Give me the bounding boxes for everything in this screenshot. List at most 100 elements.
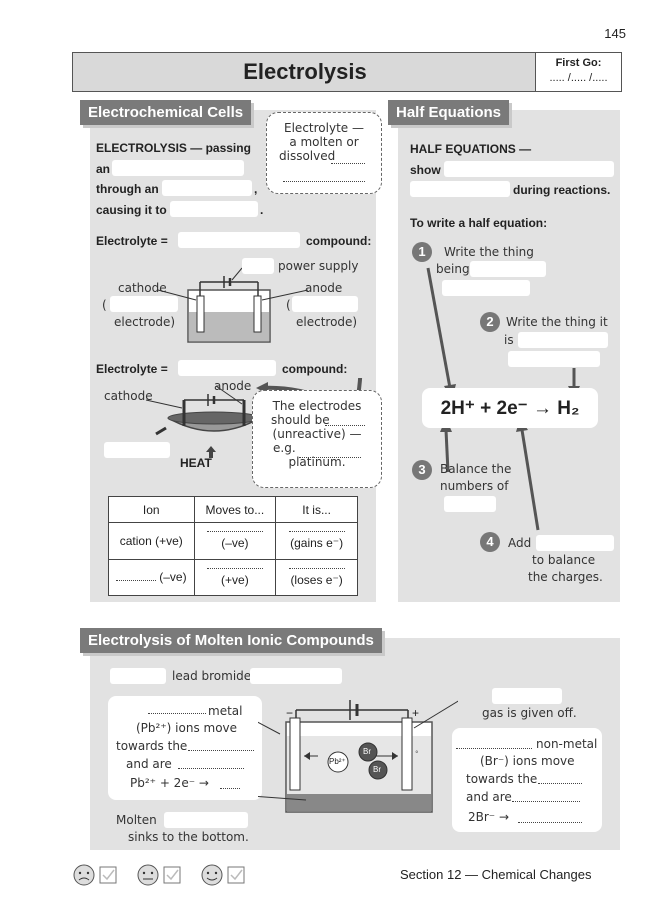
table-cell-is-1[interactable]: (gains e⁻) — [275, 522, 358, 560]
step-3-badge: 3 — [412, 460, 432, 480]
blank-show-2[interactable] — [410, 181, 510, 197]
blank-an[interactable] — [112, 160, 244, 176]
table-cell-is-2[interactable]: (loses e⁻) — [275, 558, 358, 596]
blank-and-are-2[interactable] — [512, 801, 580, 802]
blank-molten-1[interactable] — [110, 668, 166, 684]
blank-molten-2[interactable] — [250, 668, 342, 684]
molten-heading: Electrolysis of Molten Ionic Compounds — [80, 628, 382, 653]
checkbox-2 — [163, 866, 181, 884]
bubble2-line-5: platinum. — [288, 455, 346, 469]
cathode-2-label: cathode — [104, 389, 153, 403]
blank-electrolyte-2[interactable] — [178, 360, 276, 376]
moves-2-text: (+ve) — [221, 572, 249, 587]
blank-show[interactable] — [444, 161, 614, 177]
blank-anode-type[interactable] — [292, 296, 358, 312]
metal-label: metal — [208, 704, 243, 718]
table-row: (–ve) (+ve) (loses e⁻) — [108, 558, 358, 596]
blank-heat-source[interactable] — [104, 442, 170, 458]
br-ions-label: (Br⁻) ions move — [480, 754, 575, 768]
is-2-text: (loses e⁻) — [290, 572, 343, 587]
br-equation: 2Br⁻ → — [468, 810, 510, 824]
step-2-line-1: Write the thing it — [506, 315, 608, 329]
half-eq-definition: HALF EQUATIONS — — [410, 142, 532, 156]
table-cell-anion[interactable]: (–ve) — [108, 558, 195, 596]
svg-text:°: ° — [415, 750, 419, 758]
blank-pb-product[interactable] — [220, 788, 240, 789]
bubble2-blank-1[interactable] — [325, 425, 365, 426]
blank-br-product[interactable] — [518, 822, 582, 823]
page-title: Electrolysis — [243, 59, 367, 84]
pb-ions-label: (Pb²⁺) ions move — [136, 721, 238, 735]
compound-2-label: compound: — [282, 362, 348, 376]
bubble-blank-1[interactable] — [331, 163, 365, 164]
lead-bromide-label: lead bromide — [172, 669, 252, 683]
solution-cell-diagram — [157, 267, 309, 343]
half-equations-heading: Half Equations — [388, 100, 510, 125]
electrolyte-2-label: Electrolyte = — [96, 362, 168, 376]
bubble-line-3: dissolved — [279, 149, 336, 163]
nonmetal-label: non-metal — [536, 737, 598, 751]
anode-2-label: anode — [214, 379, 252, 393]
comma: , — [254, 182, 258, 196]
blank-step-2a[interactable] — [518, 332, 608, 348]
cell-cathode — [196, 295, 205, 333]
blank-gas[interactable] — [492, 688, 562, 704]
blank-power-supply[interactable] — [242, 258, 274, 274]
table-cell-cation: cation (+ve) — [108, 522, 195, 560]
anode-info-box: non-metal (Br⁻) ions move towards the an… — [452, 728, 602, 832]
anion-text: (–ve) — [159, 570, 187, 585]
cathode-info-box: metal (Pb²⁺) ions move towards the and a… — [108, 696, 262, 800]
blank-step-1b[interactable] — [442, 280, 530, 296]
bubble-blank-2[interactable] — [283, 181, 365, 182]
table-cell-moves-1[interactable]: (–ve) — [193, 522, 277, 560]
first-go-date[interactable]: ..... /..... /..... — [549, 72, 608, 84]
electrode-left: electrode) — [114, 315, 176, 329]
blank-towards[interactable] — [188, 750, 254, 751]
open-paren-right: ( — [286, 298, 291, 312]
blank-and-are[interactable] — [178, 768, 244, 769]
blank-metal-name[interactable] — [148, 713, 206, 714]
causing-label: causing it to — [96, 203, 167, 217]
br-ion-label-2: Br — [373, 765, 381, 774]
blank-step-1a[interactable] — [470, 261, 546, 277]
an-label: an — [96, 162, 111, 176]
blank-step-3[interactable] — [444, 496, 496, 512]
blank-causing[interactable] — [170, 201, 258, 217]
blank-electrolyte-1[interactable] — [178, 232, 300, 248]
table-header-ion: Ion — [108, 496, 195, 523]
during-label: during reactions. — [513, 183, 611, 197]
bubble-line-2: a molten or — [289, 135, 359, 149]
step-4-line-1: Add — [508, 536, 532, 550]
electrodes-bubble: The electrodes should be (unreactive) — … — [252, 390, 382, 488]
moves-1-text: (–ve) — [221, 536, 249, 551]
step-4-line-2: to balance — [532, 553, 596, 567]
towards-the-2-label: towards the — [466, 772, 538, 786]
blank-cathode-type[interactable] — [110, 296, 178, 312]
bubble2-line-4: e.g. — [273, 441, 296, 455]
blank-nonmetal-name[interactable] — [456, 748, 532, 749]
blank-step-2b[interactable] — [508, 351, 600, 367]
step-1-line-2: being — [436, 262, 470, 276]
gas-given-label: gas is given off. — [482, 706, 577, 720]
blank-towards-2[interactable] — [538, 783, 582, 784]
step-2-badge: 2 — [480, 312, 500, 332]
blank-step-4[interactable] — [536, 535, 614, 551]
step-3-line-1: Balance the — [440, 462, 512, 476]
table-row: cation (+ve) (–ve) (gains e⁻) — [108, 522, 358, 560]
pb-ion-label: Pb²⁺ — [329, 757, 346, 766]
first-go-label: First Go: — [555, 57, 602, 69]
blank-through[interactable] — [162, 180, 252, 196]
half-equation-box: 2H⁺ + 2e⁻ → H₂ — [422, 388, 598, 428]
bubble2-line-1: The electrodes — [272, 399, 362, 413]
table-cell-moves-2[interactable]: (+ve) — [193, 558, 277, 596]
table-header-is: It is... — [275, 496, 358, 523]
molten-lead-bromide-diagram: ° — [258, 700, 458, 813]
blank-molten-sinks[interactable] — [164, 812, 248, 828]
pb-equation: Pb²⁺ + 2e⁻ → — [130, 776, 209, 790]
bubble2-blank-2[interactable] — [299, 457, 361, 458]
to-write-label: To write a half equation: — [410, 216, 548, 230]
br-ion-label-1: Br — [363, 747, 371, 756]
ion-table: Ion Moves to... It is... cation (+ve) (–… — [108, 496, 358, 596]
checkbox-3 — [227, 866, 245, 884]
confidence-rating — [72, 862, 262, 888]
